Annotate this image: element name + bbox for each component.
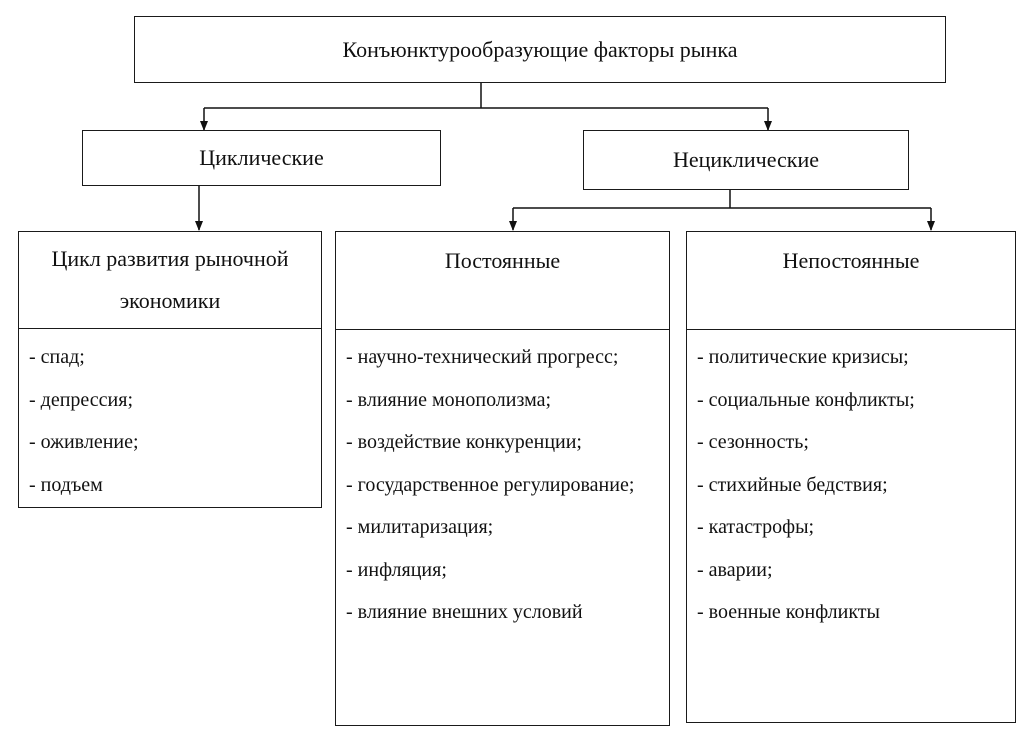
list-item: - государственное регулирование; bbox=[346, 473, 635, 496]
permanent-list: - научно-технический прогресс; - влияние… bbox=[336, 336, 669, 634]
list-item: - социальные конфликты; bbox=[697, 388, 915, 411]
list-item: - политические кризисы; bbox=[697, 346, 909, 368]
list-item: - инфляция; bbox=[346, 558, 447, 581]
list-item: - научно-технический прогресс; bbox=[346, 346, 619, 368]
list-item: - подъем bbox=[29, 473, 103, 496]
list-item: - стихийные бедствия; bbox=[697, 473, 888, 496]
cyclic-title: Циклические bbox=[199, 145, 324, 170]
root-title: Конъюнктурообразующие факторы рынка bbox=[342, 36, 738, 62]
list-item: - милитаризация; bbox=[346, 516, 494, 538]
list-item: - военные конфликты bbox=[697, 601, 880, 623]
noncyclic-title: Нециклические bbox=[672, 147, 819, 172]
temporary-column: Непостоянные - политические кризисы; - с… bbox=[686, 231, 1016, 723]
list-item: - воздействие конкуренции; bbox=[346, 431, 582, 453]
list-item: - депрессия; bbox=[29, 388, 134, 411]
noncyclic-box: Нециклические bbox=[583, 130, 909, 190]
temporary-column-title: Непостоянные bbox=[687, 232, 1015, 330]
list-item: - спад; bbox=[29, 346, 85, 368]
list-item: - аварии; bbox=[697, 558, 773, 581]
list-item: - сезонность; bbox=[697, 431, 809, 453]
list-item: - влияние внешних условий bbox=[346, 601, 583, 623]
cycle-column: Цикл развития рыночной экономики - спад;… bbox=[18, 231, 322, 508]
temporary-list: - политические кризисы; - социальные кон… bbox=[687, 336, 1015, 634]
list-item: - оживление; bbox=[29, 431, 139, 453]
cyclic-box: Циклические bbox=[82, 130, 441, 186]
list-item: - катастрофы; bbox=[697, 516, 815, 538]
list-item: - влияние монополизма; bbox=[346, 388, 552, 411]
cycle-column-title: Цикл развития рыночной экономики bbox=[19, 232, 321, 329]
permanent-column: Постоянные - научно-технический прогресс… bbox=[335, 231, 670, 726]
root-box: Конъюнктурообразующие факторы рынка bbox=[134, 16, 946, 83]
cycle-list: - спад; - депрессия; - оживление; - подъ… bbox=[19, 336, 321, 506]
permanent-column-title: Постоянные bbox=[336, 232, 669, 330]
